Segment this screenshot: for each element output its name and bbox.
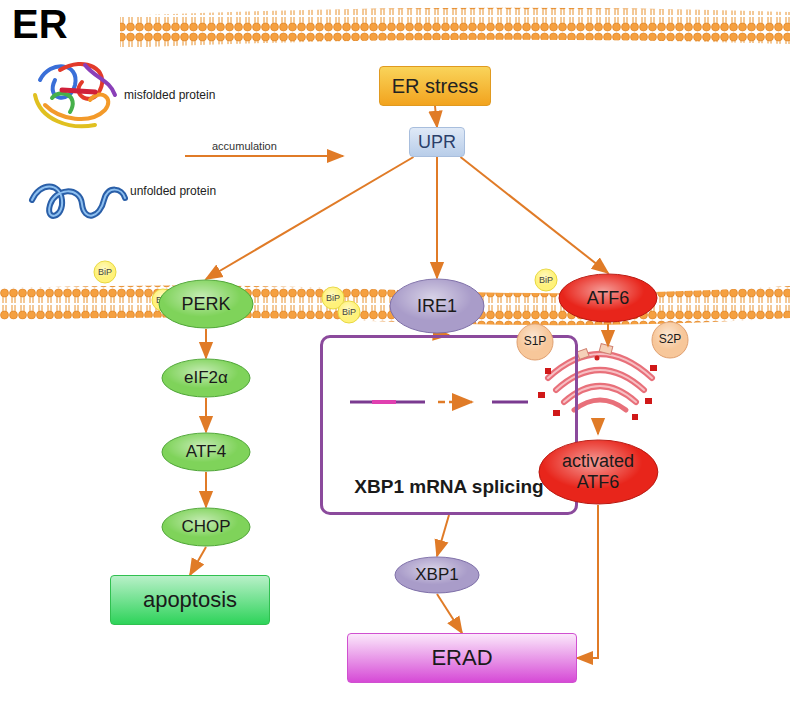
stress-box: ER stress [379,66,491,106]
arrow-label: accumulation [212,140,277,152]
protein-label: unfolded protein [130,184,216,198]
node-label: ER stress [392,75,479,98]
golgi-apparatus [538,344,657,420]
protein-label: misfolded protein [124,88,215,102]
flow-arrow [577,505,598,658]
unfolded-protein [32,187,125,216]
node-label: XBP1 [415,565,458,585]
node-label: XBP1 mRNA splicing [354,476,543,498]
pathway-ellipse: CHOP [161,507,251,547]
accumulation-arrow [185,155,343,157]
flow-arrow [437,594,462,633]
flow-arrow [190,547,206,575]
node-label: CHOP [181,517,230,537]
node-label: S2P [659,333,682,347]
pathway-ellipse: ATF4 [161,432,251,472]
node-label: S1P [524,335,547,349]
node-label: ATF4 [186,442,226,462]
node-label: BiP [342,307,356,317]
outcome-box: apoptosis [110,575,270,625]
node-label: BiP [539,275,553,285]
node-label: activated ATF6 [558,451,639,492]
misfolded-protein [35,64,115,126]
flow-arrow [206,157,414,279]
bip-circle: BiP [337,300,361,324]
bip-circle: BiP [93,260,117,284]
outcome-box: ERAD [347,633,577,683]
sensor-ellipse: ATF6 [558,273,658,323]
protease-circle: S2P [651,321,689,359]
sensor-ellipse: IRE1 [389,278,485,334]
node-label: BiP [326,293,340,303]
protease-circle: S1P [516,323,554,361]
node-label: BiP [98,267,112,277]
sensor-ellipse: PERK [158,279,254,329]
pathway-ellipse: eIF2α [161,358,251,398]
flow-arrow [435,106,437,127]
flow-arrow [205,398,207,432]
splicing-box: XBP1 mRNA splicing [320,335,578,515]
section-title: ER [12,2,68,47]
bip-circle: BiP [534,268,558,292]
flow-arrow [437,515,449,556]
node-label: ERAD [431,645,492,670]
flow-arrow [205,472,207,507]
pathway-ellipse: activated ATF6 [538,439,659,505]
flow-arrow [607,324,609,346]
node-label: PERK [181,294,230,315]
flow-arrow [436,157,438,278]
node-label: eIF2α [184,368,228,388]
er-membrane [120,8,790,48]
upr-box: UPR [409,127,465,157]
node-label: UPR [418,132,456,153]
node-label: apoptosis [143,587,237,612]
node-label: ATF6 [587,288,630,309]
flow-arrow [461,157,609,273]
pathway-ellipse: XBP1 [394,556,480,594]
flow-arrow [205,329,207,358]
splicing-illustration [350,402,528,403]
node-label: IRE1 [417,296,457,317]
flow-arrow [597,418,599,434]
